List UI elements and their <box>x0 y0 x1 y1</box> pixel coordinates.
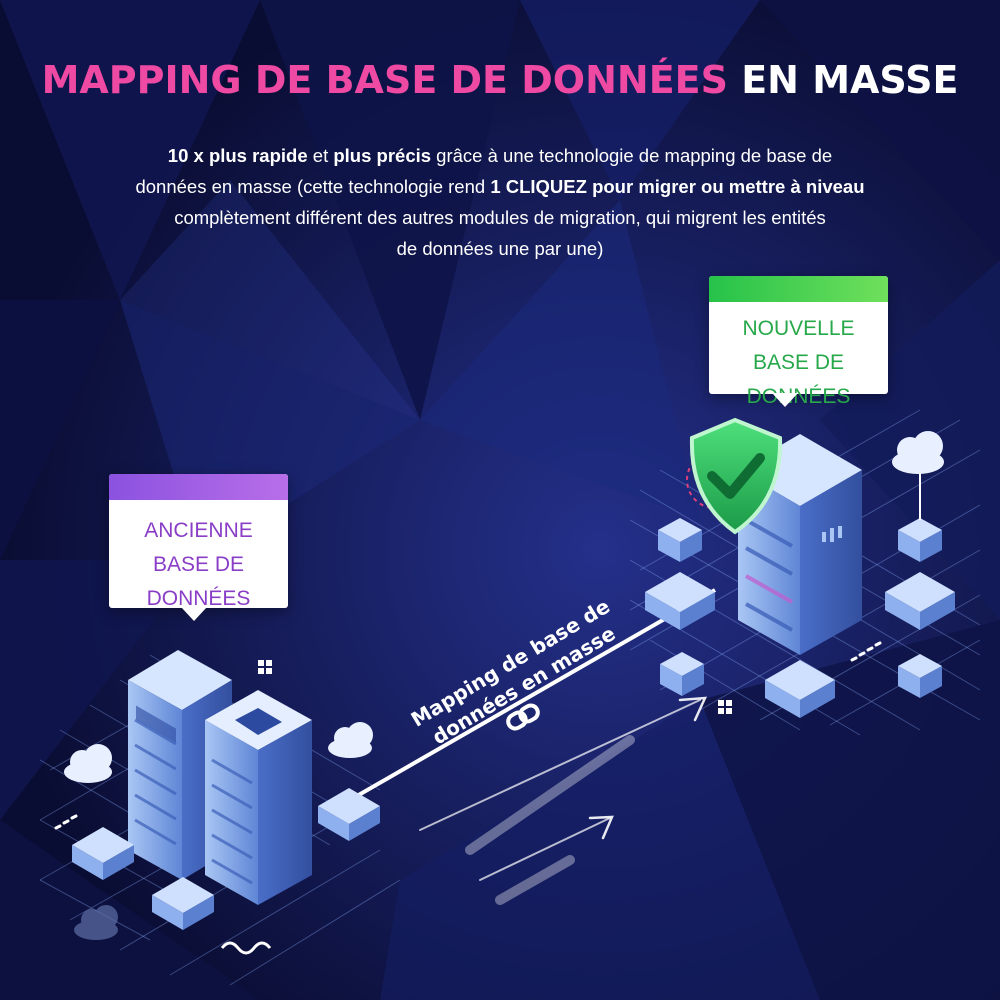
description-line-4: de données une par une) <box>396 238 604 259</box>
desc-text-1: et <box>307 145 334 166</box>
desc-bold-3: 1 CLIQUEZ pour migrer ou mettre à niveau <box>490 176 865 197</box>
desc-bold-2: plus précis <box>333 145 432 166</box>
new-node-1 <box>658 518 702 562</box>
desc-bold-1: 10 x plus rapide <box>167 145 308 166</box>
link-icon <box>506 703 540 731</box>
dash-decoration <box>54 814 78 830</box>
desc-text-2: grâce à une technologie de mapping de ba… <box>431 145 833 166</box>
old-label-pointer <box>181 607 207 621</box>
cloud-icon <box>328 722 373 758</box>
new-node-3 <box>660 652 704 696</box>
new-label-bar <box>709 276 888 302</box>
grid-dots-decoration <box>718 700 732 714</box>
old-node-bottom <box>152 877 214 930</box>
old-node-right <box>318 788 380 841</box>
cloud-icon <box>74 905 118 940</box>
desc-text-3: données en masse (cette technologie rend <box>135 176 491 197</box>
new-label-pointer <box>772 393 798 407</box>
description: 10 x plus rapide et plus précis grâce à … <box>70 140 930 264</box>
page-title: MAPPING DE BASE DE DONNÉES EN MASSE <box>0 58 1000 102</box>
motion-arrows <box>419 696 708 905</box>
new-node-6 <box>885 572 955 630</box>
old-server-rack-2 <box>205 690 312 905</box>
old-label-bar <box>109 474 288 500</box>
new-node-5 <box>898 518 942 562</box>
old-database-label: ANCIENNE BASE DE DONNÉES <box>109 474 288 621</box>
new-node-4 <box>765 660 835 718</box>
description-line-3: complètement différent des autres module… <box>174 207 826 228</box>
title-highlight: MAPPING DE BASE DE DONNÉES <box>41 58 728 102</box>
old-label-text: ANCIENNE BASE DE DONNÉES <box>144 519 253 610</box>
cloud-icon <box>64 744 112 783</box>
description-line-2: données en masse (cette technologie rend… <box>70 171 930 202</box>
dash-decoration <box>850 641 882 662</box>
migration-line <box>349 588 716 802</box>
new-node-2 <box>645 572 715 630</box>
description-line-1: 10 x plus rapide et plus précis grâce à … <box>70 140 930 171</box>
new-node-7 <box>898 654 942 698</box>
shield-check-icon <box>686 417 783 535</box>
cloud-icon <box>892 431 944 474</box>
grid-dots-decoration <box>258 660 272 674</box>
new-label-text: NOUVELLE BASE DE DONNÉES <box>742 317 855 408</box>
squiggle-decoration <box>220 941 272 955</box>
title-rest: EN MASSE <box>741 58 959 102</box>
old-node-left <box>72 827 134 880</box>
new-database-label: NOUVELLE BASE DE DONNÉES <box>709 276 888 408</box>
